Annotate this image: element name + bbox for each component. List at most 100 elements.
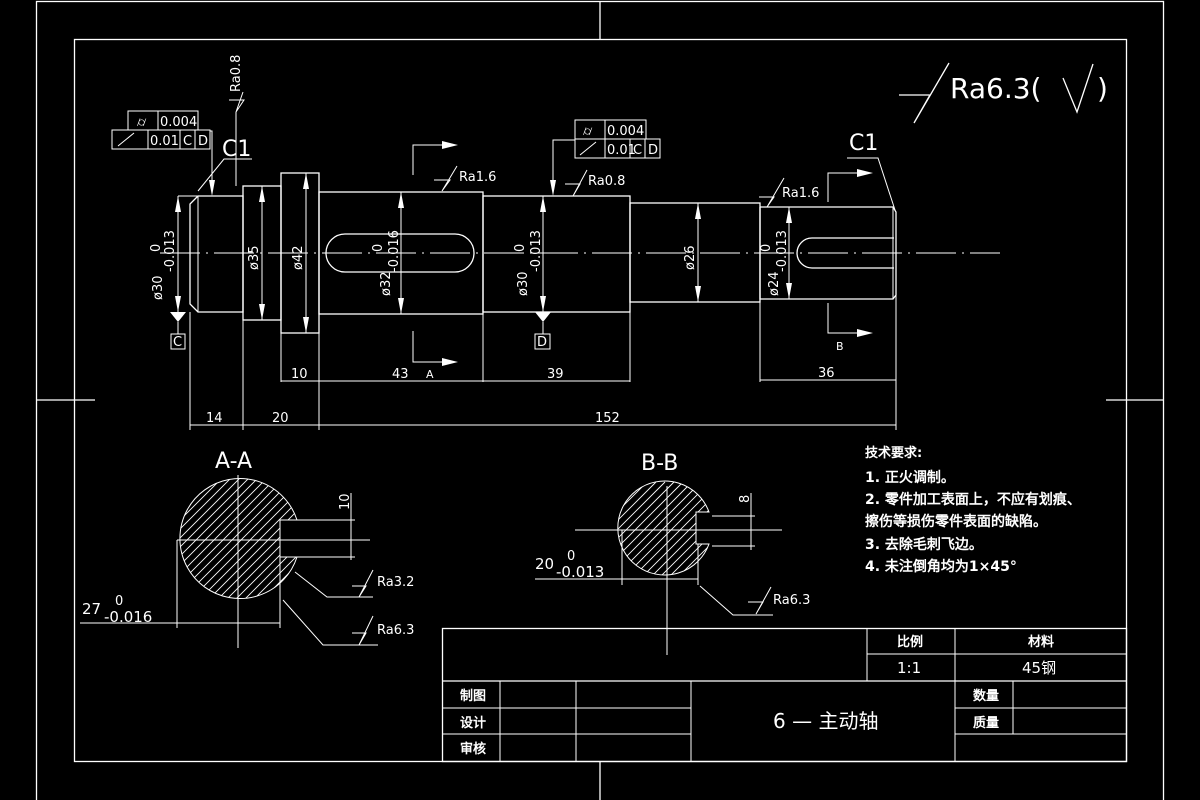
title-block: 比例 1:1 材料 45钢 制图 设计 审核 6 — 主动轴 数量 质量 (441, 627, 1128, 763)
svg-text:C: C (173, 335, 182, 350)
tech-req-item: 1. 正火调制。 (865, 469, 955, 486)
hatch-line (617, 481, 657, 575)
general-roughness-label: Ra6.3( (950, 72, 1041, 105)
datum-c: C (170, 312, 186, 350)
section-bb-title: B-B (641, 451, 678, 476)
svg-text:8: 8 (738, 495, 753, 503)
dim-d32: ø32 (379, 272, 394, 297)
dim-l14: 14 (206, 411, 223, 426)
svg-text:0: 0 (371, 244, 386, 252)
design-label: 设计 (460, 715, 486, 731)
dim-d30-right: ø30 (516, 272, 531, 297)
hatch-line (179, 478, 286, 599)
hatch-line (179, 478, 295, 599)
hatch-line (216, 478, 297, 599)
roughness-key-section: Ra1.6 (459, 170, 496, 185)
keyway-b (796, 237, 894, 269)
svg-text:Ra6.3: Ra6.3 (377, 623, 414, 638)
hatch-line (243, 478, 297, 599)
tech-req-item: 2. 零件加工表面上，不应有划痕、 (865, 491, 1081, 508)
hatch-line (179, 478, 241, 599)
hatch-line (198, 478, 297, 599)
chamfer-callouts: C1 C1 (197, 131, 896, 211)
svg-text:B: B (836, 340, 844, 353)
section-cut-b: B (827, 169, 873, 353)
svg-text:-0.013: -0.013 (163, 230, 178, 272)
technical-requirements: 技术要求: 1. 正火调制。 2. 零件加工表面上，不应有划痕、 擦伤等损伤零件… (865, 445, 1081, 575)
hatch-line (667, 481, 709, 575)
mass-label: 质量 (973, 715, 999, 731)
dim-l10: 10 (291, 367, 308, 382)
dim-l43: 43 (392, 367, 409, 382)
cylindricity-icon: ⌭ (137, 115, 147, 130)
svg-text:0.004: 0.004 (607, 124, 644, 139)
tech-req-item: 3. 去除毛刺飞边。 (865, 536, 983, 553)
svg-text:D: D (648, 143, 658, 158)
section-cut-a (412, 141, 458, 366)
svg-text:-0.016: -0.016 (104, 608, 152, 626)
hatch-line (617, 481, 648, 575)
tech-req-heading: 技术要求: (865, 445, 922, 461)
roughness-symbols: Ra0.8 Ra1.6 Ra0.8 Ra1.6 (229, 55, 819, 208)
review-label: 审核 (460, 741, 486, 757)
hatch-line (252, 478, 297, 599)
dim-l20: 20 (272, 411, 289, 426)
general-roughness-symbol: Ra6.3( ) (899, 62, 1108, 124)
dim-l152: 152 (595, 411, 620, 426)
section-aa-title: A-A (215, 449, 252, 474)
hatch-line (179, 478, 268, 599)
circular-runout-icon (117, 132, 135, 147)
part-name: 6 — 主动轴 (773, 709, 878, 733)
shaft-main-view (160, 172, 1000, 334)
tech-req-item: 4. 未注倒角均为1×45° (865, 558, 1017, 575)
svg-text:0.01: 0.01 (607, 143, 636, 158)
dim-d35: ø35 (247, 246, 262, 271)
keyway-a (325, 233, 475, 273)
hatch-line (179, 478, 232, 599)
svg-text:Ra6.3: Ra6.3 (773, 593, 810, 608)
centering-marks (36, 1, 1164, 800)
svg-text:C: C (183, 134, 192, 149)
svg-text:Ra3.2: Ra3.2 (377, 575, 414, 590)
svg-text:D: D (537, 335, 547, 350)
tolerance-frame-right: ⌭ 0.004 0.01 C D (550, 119, 661, 196)
svg-text:0.004: 0.004 (160, 115, 197, 130)
hatch-line (179, 478, 187, 599)
hatch-line (55, 478, 177, 600)
svg-text:0: 0 (759, 244, 774, 252)
tolerance-frame-left: ⌭ 0.004 0.01 C D (111, 110, 215, 196)
hatch-line (261, 478, 297, 599)
svg-text:10: 10 (338, 493, 353, 510)
svg-text:-0.013: -0.013 (529, 230, 544, 272)
hatch-line (617, 481, 666, 575)
datum-d: D (534, 312, 551, 350)
hatch-line (676, 481, 709, 575)
svg-text:C: C (633, 143, 642, 158)
drawn-label: 制图 (460, 688, 486, 704)
dim-d24: ø24 (767, 272, 782, 297)
svg-text:D: D (198, 134, 208, 149)
diameter-dimensions: ø30 0 -0.013 ø35 ø42 ø32 0 -0.016 ø30 0 … (149, 173, 792, 333)
hatch-line (270, 478, 297, 599)
material-label: 材料 (1028, 634, 1054, 650)
length-dimensions: 10 43 A 39 36 14 20 152 (189, 295, 897, 430)
dim-l36: 36 (818, 366, 835, 381)
hatch-line (207, 478, 297, 599)
tech-req-item: 擦伤等损伤零件表面的缺陷。 (865, 513, 1047, 530)
hatch-line (179, 478, 223, 599)
outer-frame (35, 0, 1165, 800)
hatch-line (179, 478, 250, 599)
hatch-line (179, 478, 277, 599)
scale-value: 1:1 (897, 659, 921, 677)
svg-text:27: 27 (82, 600, 101, 618)
chamfer-left-label: C1 (222, 137, 251, 162)
dim-d30-left: ø30 (151, 276, 166, 301)
section-aa: A-A 10 27 0 -0.016 Ra3.2 Ra6.3 (55, 449, 414, 648)
dim-l39: 39 (547, 367, 564, 382)
general-roughness-suffix: ) (1097, 72, 1108, 105)
svg-text:⌭: ⌭ (583, 124, 593, 139)
svg-text:-0.016: -0.016 (387, 230, 402, 272)
svg-text:0: 0 (149, 244, 164, 252)
hatch-line (179, 478, 205, 599)
